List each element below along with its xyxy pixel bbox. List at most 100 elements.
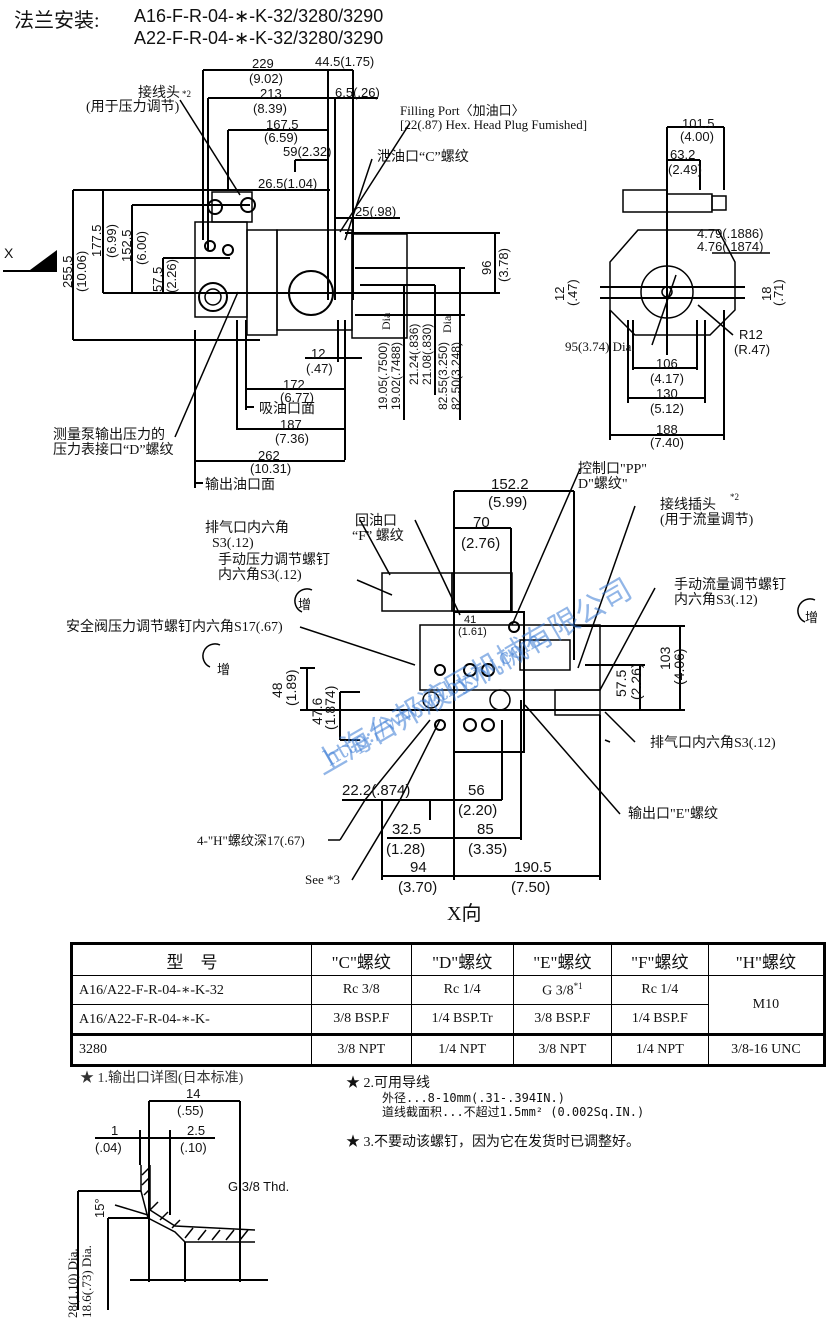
x-dim-103-inch: (4.06) [671,648,687,685]
see-note-label: See *3 [305,872,341,887]
x-view-title: X向 [447,903,482,925]
x-dim-41-inch: (1.61) [458,626,487,638]
connector-note: *2 [182,89,191,99]
cell-e-note: *1 [573,980,583,991]
table-row: 3280 3/8 NPT 1/4 NPT 3/8 NPT 1/4 NPT 3/8… [71,1034,826,1066]
x-dim-57-5-inch: (2.26) [628,663,644,700]
dim-25: 25(.98) [355,204,397,219]
cell-c: Rc 3/8 [311,975,412,1005]
suction-face-label: 吸油口面 [259,402,315,417]
manual-flow-label-2: 内六角S3(.12) [674,593,758,608]
x-dim-85: 85 [477,821,494,838]
x-dim-56: 56 [468,782,485,799]
vent-label-1: 排气口内六角 [205,521,289,536]
manual-flow-label-1: 手动流量调节螺钉 [674,578,786,593]
cell-h: M10 [707,975,826,1035]
x-dim-190-5-inch: (7.50) [511,879,551,896]
end-dim-63-2: 63.2 [670,147,696,162]
drain-port-label: 泄油口“C”螺纹 [377,150,469,165]
dia-95: 95(3.74) Dia. [565,339,635,354]
dim-187: 187 [280,417,302,432]
end-dim-106-inch: (4.17) [650,371,684,386]
dim-262-inch: (10.31) [250,461,292,476]
dim-172-inch: (6.77) [280,390,314,405]
x-dim-22-2: 22.2(.874) [342,782,411,799]
rotation-arrows [202,588,816,668]
filling-port-note: [22(.87) Hex. Head Plug Fumished] [400,117,588,132]
cell-e: 3/8 BSP.F [512,1004,612,1035]
pilot-dia-2: 82.50(3.248) [449,341,463,410]
x-dim-94-inch: (3.70) [398,879,438,896]
dim-57-inch: (2.26) [164,259,179,293]
dim-167-inch: (6.59) [264,130,298,145]
pilot-dia-label: Dia [440,315,454,333]
end-dim-18-inch: (.71) [771,279,786,306]
note1-dim-2-5-inch: (.10) [180,1140,207,1155]
dim-167-5: 167.5 [266,117,299,132]
dim-152-5: 152.5 [119,229,134,262]
dim-213: 213 [260,86,282,101]
dim-255-5: 255.5 [60,255,75,288]
dim-152-inch: (6.00) [134,231,149,265]
gauge-port-label-1: 测量泵输出压力的 [53,428,165,443]
x-dim-41: 41 [464,614,477,626]
cell-model: A16/A22-F-R-04-∗-K- [71,1004,312,1035]
note1-dim-2-5: 2.5 [187,1123,206,1138]
outlet-face-label: 输出油口面 [205,478,275,493]
cell-f: 1/4 BSP.F [610,1004,709,1035]
dim-12: 12 [311,346,326,361]
filling-port-label: Filling Port〈加油口〉 [400,103,525,118]
key-dim-2: 21.08(.830) [420,323,434,385]
radius-r12: R12 [739,327,763,342]
cell-d: 1/4 BSP.Tr [410,1004,514,1035]
control-port-label-1: 控制口"PP" [578,462,648,477]
note-2-line-2: 道线截面积...不超过1.5mm² (0.002Sq.IN.) [382,1105,645,1119]
note1-thread: G 3/8 Thd. [228,1179,290,1194]
end-dim-106: 106 [656,356,678,371]
header-f-thread: "F"螺纹 [610,943,709,976]
x-dim-152-2: 152.2 [491,476,529,493]
relief-valve-label: 安全阀压力调节螺钉内六角S17(.67) [66,620,283,635]
increase-label-2: 增 [805,610,819,625]
note1-dia-18-6: 18.6(.73) Dia. [79,1245,94,1318]
note1-angle: 15° [92,1198,107,1218]
shaft-dia-2: 19.02(.7488) [389,341,403,410]
note-3: ★ 3.不要动该螺钉，因为它在发货时已调整好。 [346,1135,640,1150]
end-dim-130-inch: (5.12) [650,401,684,416]
table-row: A16/A22-F-R-04-∗-K-32 Rc 3/8 Rc 1/4 G 3/… [71,975,826,1035]
header-e-thread: "E"螺纹 [512,943,612,976]
note-2-title: ★ 2.可用导线 [346,1076,430,1091]
note1-dim-14-inch: (.55) [177,1103,204,1118]
dim-229-inch: (9.02) [249,71,283,86]
increase-label-3: 增 [217,662,231,677]
control-port-label-2: D"螺纹" [578,477,628,492]
note1-dia-28: 28(1.10) Dia. [65,1248,80,1318]
key-width-min: 4.76(.1874) [697,239,764,254]
x-dim-57-5: 57.5 [613,669,629,697]
end-dim-63-inch: (2.49) [668,162,702,177]
x-dim-152-inch: (5.99) [488,494,528,511]
connector-purpose: (用于压力调节) [86,100,180,115]
dim-12-inch: (.47) [306,361,333,376]
cell-d: 1/4 NPT [410,1034,514,1066]
header-d-thread: "D"螺纹 [410,943,514,976]
note-2-line-1: 外径...8-10mm(.31-.394IN.) [382,1091,565,1105]
vent-size-1: S3(.12) [212,536,254,551]
end-dim-188: 188 [656,422,678,437]
cell-c: 3/8 BSP.F [311,1004,412,1035]
x-dim-48-inch: (1.89) [283,669,299,706]
dim-229: 229 [252,56,274,71]
note1-dim-1: 1 [111,1123,119,1138]
cell-f: Rc 1/4 [610,975,709,1005]
header-model: 型 号 [71,943,312,976]
return-port-label-2: “F” 螺纹 [352,529,404,544]
outlet-port-label: 输出口"E"螺纹 [628,807,718,822]
table-header-row: 型 号 "C"螺纹 "D"螺纹 "E"螺纹 "F"螺纹 "H"螺纹 [71,943,826,976]
connector-plug-purpose: (用于流量调节) [660,513,754,528]
dim-57-5: 57.5 [150,266,165,292]
dim-59: 59(2.32) [283,144,332,159]
title-prefix: 法兰安装: [14,10,100,32]
h-thread-label: 4-"H"螺纹深17(.67) [197,833,305,848]
connector-plug-note: *2 [730,492,739,502]
x-dim-32-5: 32.5 [392,821,422,838]
